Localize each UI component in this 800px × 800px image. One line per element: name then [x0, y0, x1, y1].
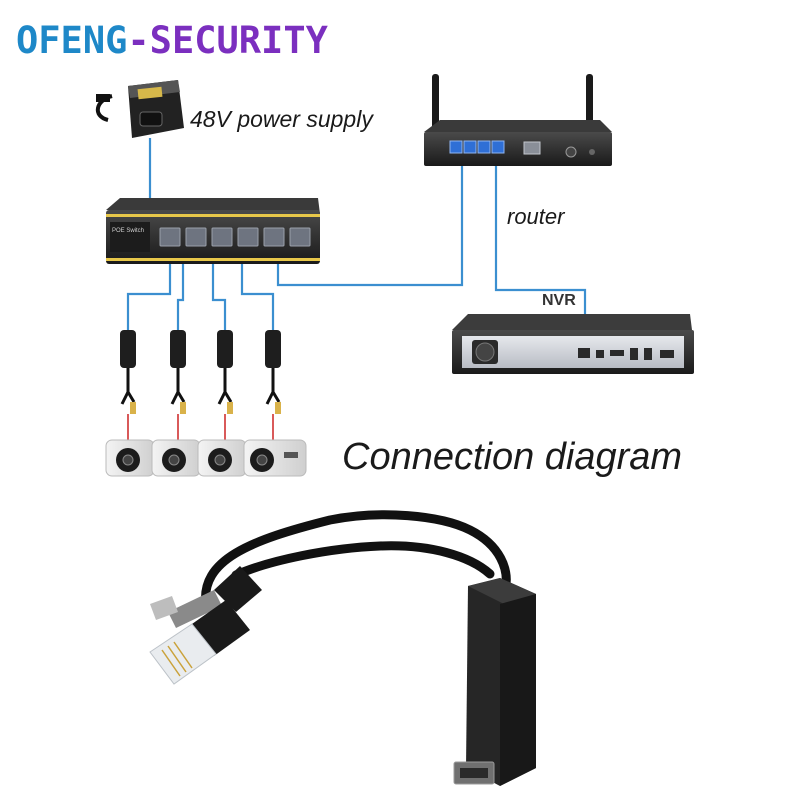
poe-splitter-icon [265, 330, 281, 440]
splitter-row [120, 330, 281, 440]
switch-badge-text: POE Switch [112, 228, 144, 234]
camera-row [105, 439, 307, 477]
label-nvr: NVR [542, 292, 576, 309]
cable-port3 [211, 258, 227, 330]
router-icon [424, 74, 612, 166]
cable-port4 [240, 258, 275, 330]
label-router: router [507, 204, 565, 229]
cable-lines [126, 138, 587, 360]
cable-port2 [176, 258, 185, 330]
brand-dash: - [127, 19, 150, 62]
cable-port1 [126, 258, 172, 330]
ip-camera-icon [243, 439, 307, 477]
ip-camera-icon [197, 439, 247, 477]
brand-part-ofeng: OFENG [16, 19, 128, 62]
brand-part-security: SECURITY [149, 19, 328, 62]
poe-splitter-icon [120, 330, 136, 440]
ip-camera-icon [151, 439, 201, 477]
rj45-plug-icon [149, 600, 250, 685]
poe-splitter-icon [217, 330, 233, 440]
brand-logo: OFENG-SECURITY [16, 22, 328, 59]
poe-splitter-icon [170, 330, 186, 440]
switch-port-group [159, 227, 311, 247]
ip-camera-icon [105, 439, 155, 477]
cable-switch-router [276, 155, 464, 287]
poe-switch-icon: POE Switch [106, 198, 320, 264]
power-supply-icon [96, 80, 184, 138]
large-splitter-product [149, 510, 536, 786]
label-power-supply: 48V power supply [190, 106, 373, 132]
nvr-icon [452, 314, 694, 374]
diagram-title: Connection diagram [342, 436, 683, 478]
